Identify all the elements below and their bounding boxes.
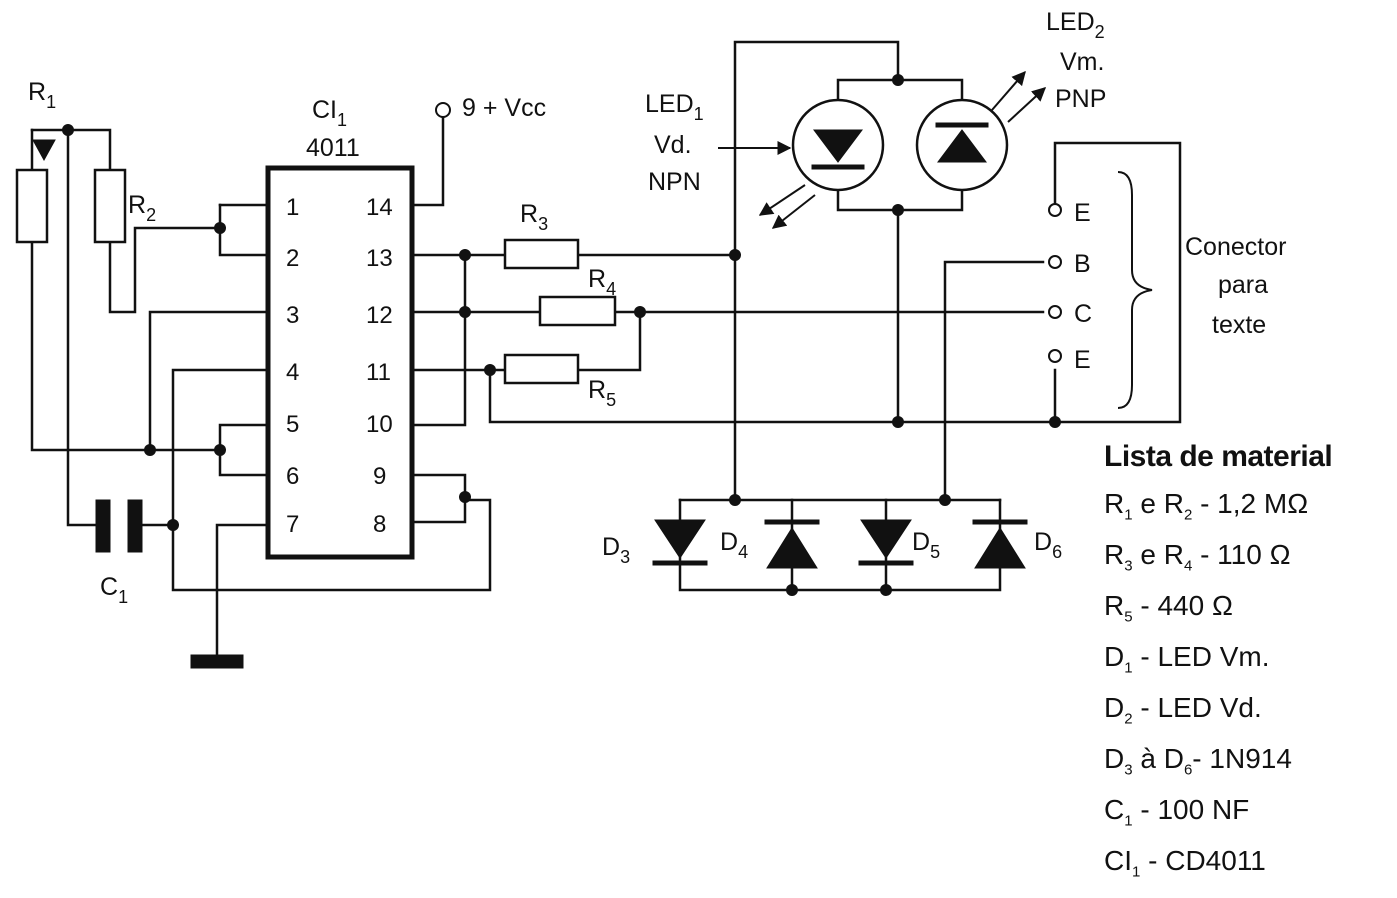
ic-pin-label: 2: [286, 245, 299, 272]
resistor-r1: R1: [15, 78, 56, 244]
ic-pin-label: 7: [286, 511, 299, 538]
material-item: CI1 - CD4011: [1104, 845, 1266, 881]
ic-pin-label: 6: [286, 463, 299, 490]
ic-pins-left: 1 2 3 4 5 6 7: [286, 194, 299, 538]
svg-text:R2: R2: [128, 191, 156, 225]
svg-text:D4: D4: [720, 528, 748, 562]
svg-text:4011: 4011: [306, 134, 360, 162]
material-item: D3 à D6- 1N914: [1104, 743, 1292, 779]
resistor-r5: R5: [503, 353, 616, 410]
svg-text:texte: texte: [1212, 311, 1266, 339]
svg-text:D6: D6: [1034, 528, 1062, 562]
diode-d5: D5: [858, 519, 940, 566]
material-list: Lista de material R1 e R2 - 1,2 MΩ R3 e R…: [1104, 440, 1394, 886]
svg-text:C1: C1: [100, 573, 128, 607]
ic-pin-label: 13: [366, 245, 393, 272]
svg-text:CI1: CI1: [312, 96, 347, 130]
ic-pin-label: 4: [286, 359, 299, 386]
ic-pin-label: 11: [366, 359, 391, 386]
svg-text:LED2: LED2: [1046, 8, 1105, 42]
svg-text:R5: R5: [588, 376, 616, 410]
ic-pin-label: 9: [373, 463, 386, 490]
resistor-r2: R2: [93, 168, 156, 244]
ic-pin-label: 3: [286, 302, 299, 329]
svg-text:D5: D5: [912, 528, 940, 562]
svg-text:D3: D3: [602, 533, 630, 567]
diode-d6: D6: [972, 519, 1062, 569]
svg-text:R4: R4: [588, 265, 616, 299]
svg-text:R1: R1: [28, 78, 56, 112]
ground-symbol: [190, 654, 244, 669]
supply-terminal: 9 + Vcc: [435, 94, 546, 122]
ic-pin-label: 5: [286, 411, 299, 438]
diode-d3: D3: [602, 519, 708, 567]
ic-pin-label: 8: [373, 511, 386, 538]
svg-text:Vm.: Vm.: [1060, 48, 1104, 76]
material-item: D1 - LED Vm.: [1104, 641, 1270, 677]
svg-text:E: E: [1074, 199, 1091, 227]
resistor-r3: R3: [503, 200, 580, 270]
junctions: [62, 74, 1061, 596]
material-list-items: R1 e R2 - 1,2 MΩ R3 e R4 - 110 Ω R5 - 440 …: [1104, 478, 1394, 886]
led1: LED1 Vd. NPN: [645, 90, 885, 229]
svg-text:Vd.: Vd.: [654, 131, 692, 159]
svg-text:LED1: LED1: [645, 90, 704, 124]
diode-d4: D4: [720, 519, 820, 569]
svg-text:B: B: [1074, 250, 1091, 278]
ic-pin-label: 10: [366, 411, 393, 438]
svg-text:C: C: [1074, 300, 1092, 328]
svg-text:NPN: NPN: [648, 168, 701, 196]
material-item: R1 e R2 - 1,2 MΩ: [1104, 488, 1309, 524]
resistor-r4: R4: [538, 265, 617, 327]
ic-pin-label: 14: [366, 194, 393, 221]
svg-text:9 + Vcc: 9 + Vcc: [462, 94, 546, 122]
svg-text:R3: R3: [520, 200, 548, 234]
material-item: D2 - LED Vd.: [1104, 692, 1262, 728]
svg-text:E: E: [1074, 346, 1091, 374]
ic-pin-label: 1: [286, 194, 299, 221]
svg-text:PNP: PNP: [1055, 85, 1106, 113]
capacitor-c1: C1: [95, 499, 143, 607]
test-connector: E B C E Conector para texte: [1048, 171, 1286, 409]
led2: LED2 Vm. PNP: [915, 8, 1106, 192]
svg-text:para: para: [1218, 271, 1268, 299]
material-item: C1 - 100 NF: [1104, 794, 1250, 830]
material-item: R3 e R4 - 110 Ω: [1104, 539, 1291, 575]
ic-pins-right: 14 13 12 11 10 9 8: [366, 194, 393, 538]
svg-text:Conector: Conector: [1185, 233, 1286, 261]
ic-pin-label: 12: [366, 302, 393, 329]
material-list-title: Lista de material: [1104, 440, 1333, 473]
material-item: R5 - 440 Ω: [1104, 590, 1233, 626]
